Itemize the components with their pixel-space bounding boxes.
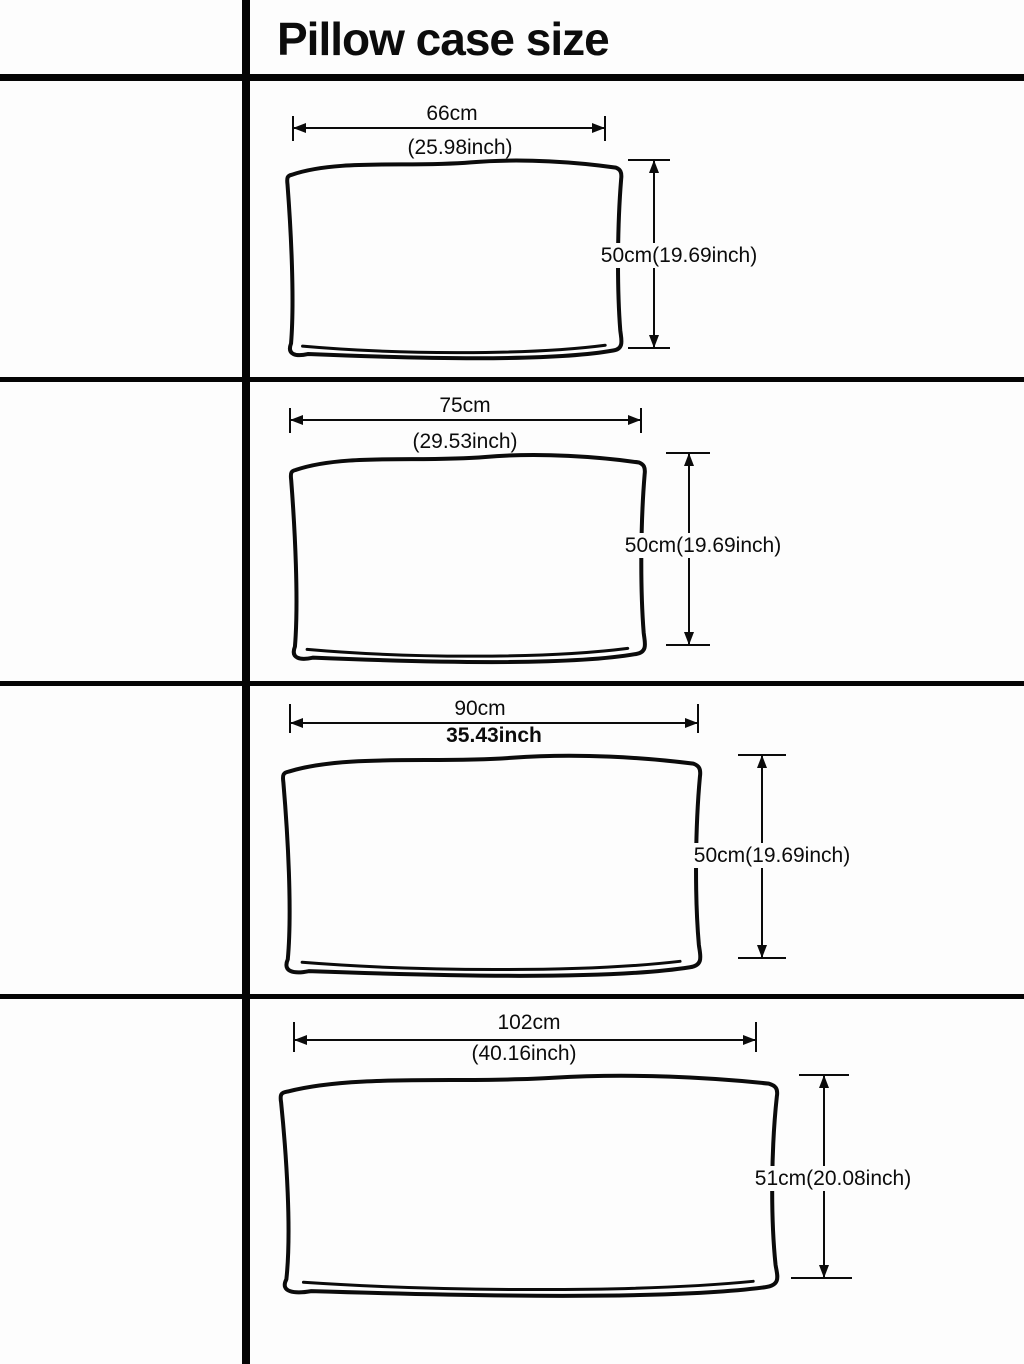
pillow-illustration-row4 (264, 1064, 790, 1300)
width-inch-label-row3: 35.43inch (446, 724, 542, 747)
width-cm-label-row3: 90cm (454, 697, 506, 720)
header-divider (0, 74, 1024, 81)
width-inch-label-row1: (25.98inch) (407, 136, 513, 159)
width-inch-label-row2: (29.53inch) (412, 430, 518, 453)
width-dimension-arrow-row1 (293, 123, 605, 133)
pillow-seam (303, 1281, 753, 1289)
pillow-seam (307, 648, 628, 656)
pillow-seam (303, 345, 606, 352)
dimension-tick (628, 347, 670, 349)
width-cm-label-row4: 102cm (497, 1011, 561, 1034)
height-label-row4: 51cm(20.08inch) (746, 1166, 920, 1192)
width-dimension-arrow-row3 (290, 718, 698, 728)
pillow-illustration-row2 (279, 444, 654, 666)
pillow-illustration-row1 (276, 150, 630, 362)
dimension-tick (640, 408, 642, 433)
row-divider-1 (0, 377, 1024, 382)
height-label-row1: 50cm(19.69inch) (592, 243, 766, 269)
height-label-row3: 50cm(19.69inch) (685, 843, 859, 869)
page-title: Pillow case size (277, 13, 610, 65)
pillow-seam (302, 961, 680, 969)
dimension-tick (738, 957, 786, 959)
dimension-tick (755, 1022, 757, 1052)
pillow-illustration-row3 (269, 744, 711, 980)
width-cm-label-row1: 66cm (426, 102, 478, 125)
dimension-tick (604, 116, 606, 141)
width-dimension-arrow-row4 (294, 1035, 756, 1045)
row-divider-3 (0, 994, 1024, 999)
pillow-outline (291, 455, 645, 662)
pillow-outline (281, 1076, 778, 1296)
row-divider-2 (0, 681, 1024, 686)
dimension-tick (791, 1277, 852, 1279)
width-dimension-arrow-row2 (290, 415, 641, 425)
pillow-outline (283, 756, 700, 976)
width-inch-label-row4: (40.16inch) (471, 1042, 577, 1065)
pillow-outline (287, 161, 621, 359)
height-label-row2: 50cm(19.69inch) (616, 533, 790, 559)
dimension-tick (697, 704, 699, 733)
width-cm-label-row2: 75cm (439, 394, 491, 417)
dimension-tick (666, 644, 710, 646)
